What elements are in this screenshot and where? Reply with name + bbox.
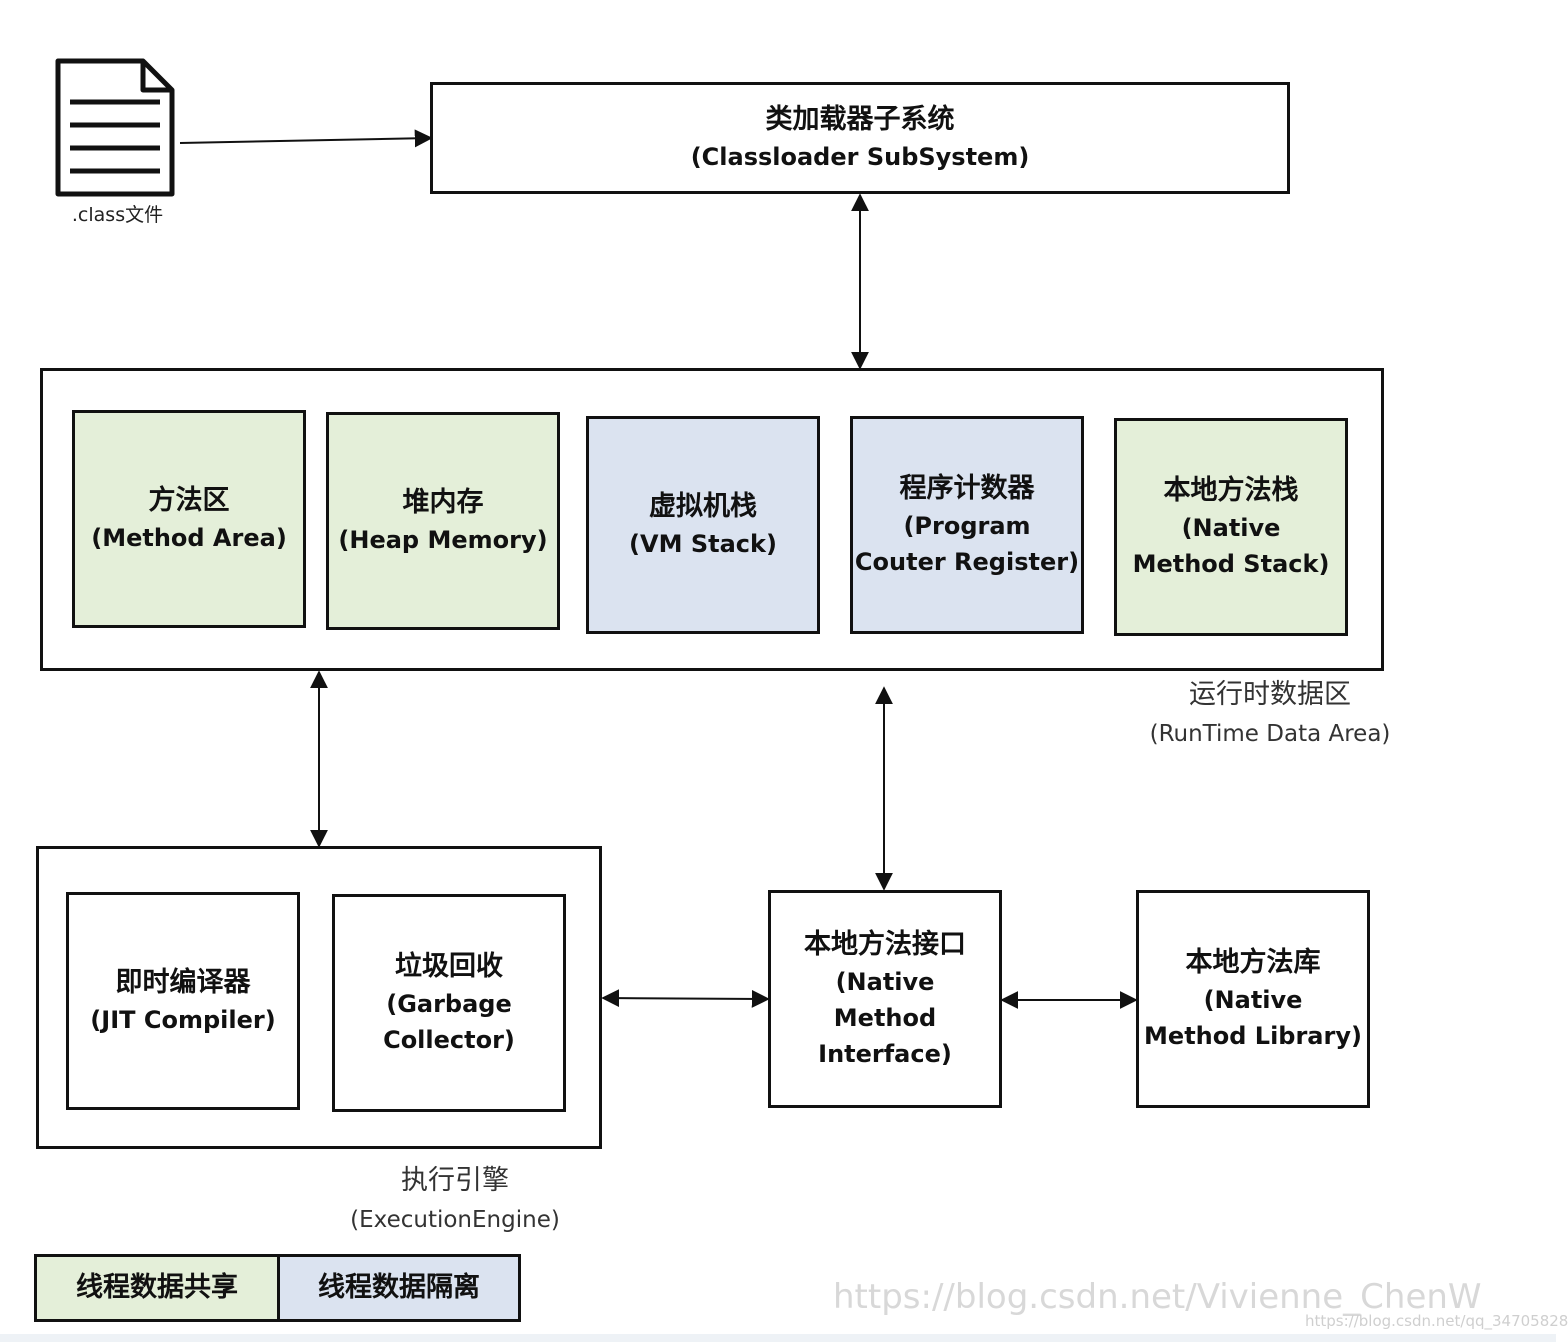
heap-memory-zh: 堆内存 <box>402 487 484 518</box>
jit-compiler-box: 即时编译器 (JIT Compiler) <box>66 892 300 1110</box>
vm-stack-box: 虚拟机栈 (VM Stack) <box>586 416 820 634</box>
bottom-strip <box>0 1334 1556 1342</box>
native-method-stack-en-1: (Native <box>1181 514 1281 542</box>
legend-isolated: 线程数据隔离 <box>277 1254 521 1322</box>
native-interface-en-2: Method <box>833 1004 937 1032</box>
heap-memory-box: 堆内存 (Heap Memory) <box>326 412 560 630</box>
method-area-en: (Method Area) <box>91 524 287 552</box>
execution-engine-caption: 执行引擎 (ExecutionEngine) <box>330 1162 580 1238</box>
runtime-data-area-caption: 运行时数据区 (RunTime Data Area) <box>1130 676 1410 752</box>
garbage-collector-zh: 垃圾回收 <box>395 951 503 982</box>
legend-shared-label: 线程数据共享 <box>76 1272 238 1303</box>
native-interface-zh: 本地方法接口 <box>804 929 966 960</box>
vm-stack-zh: 虚拟机栈 <box>649 491 757 522</box>
program-counter-en-1: (Program <box>903 512 1031 540</box>
native-method-stack-zh: 本地方法栈 <box>1163 475 1299 506</box>
garbage-collector-en-2: Collector) <box>383 1026 515 1054</box>
legend-shared: 线程数据共享 <box>34 1254 280 1322</box>
class-file-label: .class文件 <box>71 204 164 226</box>
native-library-en-1: (Native <box>1203 986 1303 1014</box>
arrow-engine-native-interface <box>601 989 770 1008</box>
native-method-interface-box: 本地方法接口 (Native Method Interface) <box>768 890 1002 1108</box>
native-interface-en-1: (Native <box>835 968 935 996</box>
native-method-library-box: 本地方法库 (Native Method Library) <box>1136 890 1370 1108</box>
method-area-box: 方法区 (Method Area) <box>72 410 306 628</box>
classloader-title-en: (Classloader SubSystem) <box>690 143 1030 171</box>
program-counter-en-2: Couter Register) <box>854 548 1080 576</box>
engine-caption-zh: 执行引擎 <box>401 1165 509 1196</box>
classloader-title-zh: 类加载器子系统 <box>765 104 955 135</box>
classloader-subsystem-box: 类加载器子系统 (Classloader SubSystem) <box>430 82 1290 194</box>
garbage-collector-box: 垃圾回收 (Garbage Collector) <box>332 894 566 1112</box>
jit-compiler-en: (JIT Compiler) <box>90 1006 276 1034</box>
garbage-collector-en-1: (Garbage <box>386 990 512 1018</box>
vm-stack-en: (VM Stack) <box>629 530 777 558</box>
arrow-file-to-classloader <box>179 129 433 148</box>
program-counter-zh: 程序计数器 <box>899 473 1035 504</box>
native-library-zh: 本地方法库 <box>1185 947 1321 978</box>
legend-isolated-label: 线程数据隔离 <box>318 1272 480 1303</box>
native-method-stack-box: 本地方法栈 (Native Method Stack) <box>1114 418 1348 636</box>
native-library-en-2: Method Library) <box>1144 1022 1362 1050</box>
watermark-sub: https://blog.csdn.net/qq_34705828 <box>1305 1312 1568 1330</box>
method-area-zh: 方法区 <box>148 485 230 516</box>
runtime-caption-en: (RunTime Data Area) <box>1149 721 1391 747</box>
jit-compiler-zh: 即时编译器 <box>115 967 251 998</box>
engine-caption-en: (ExecutionEngine) <box>350 1207 560 1233</box>
native-interface-en-3: Interface) <box>818 1040 952 1068</box>
program-counter-register-box: 程序计数器 (Program Couter Register) <box>850 416 1084 634</box>
watermark-main: https://blog.csdn.net/Vivienne_ChenW <box>833 1277 1482 1317</box>
heap-memory-en: (Heap Memory) <box>338 526 548 554</box>
native-method-stack-en-2: Method Stack) <box>1132 550 1330 578</box>
runtime-caption-zh: 运行时数据区 <box>1189 679 1351 710</box>
document-icon <box>55 58 175 197</box>
